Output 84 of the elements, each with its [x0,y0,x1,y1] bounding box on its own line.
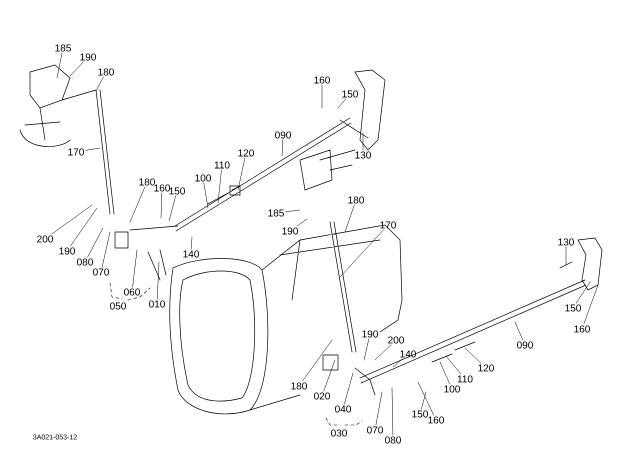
callout-number: 060 [124,288,140,296]
callout-number: 150 [342,90,358,98]
leader-line [296,218,308,226]
callout-number: 180 [139,178,155,186]
leader-line [392,388,394,436]
leader-line [362,132,364,150]
leader-line [340,230,384,278]
callout-number: 200 [388,336,404,344]
callout-number: 190 [282,227,298,235]
callout-number: 150 [412,410,428,418]
leader-line [51,204,92,234]
callout-number: 200 [37,235,53,243]
callout-number: 100 [444,385,460,393]
leader-line [285,210,300,212]
leader-line [132,250,138,288]
callout-number: 180 [348,196,364,204]
callout-number: 185 [268,209,284,217]
leader-line [302,340,332,382]
callout-number: 140 [183,250,199,258]
callout-number: 090 [517,341,533,349]
leader-line [85,148,100,151]
callout-number: 100 [195,174,211,182]
leader-line [160,192,162,218]
callout-number: 010 [149,300,165,308]
callout-number: 185 [55,44,71,52]
leader-line [576,282,590,304]
callout-number: 190 [80,53,96,61]
leader-line [168,196,176,222]
leader-line [56,52,62,78]
callout-number: 020 [314,392,330,400]
leader-line [130,186,146,222]
leader-line [418,382,434,416]
callout-number: 030 [331,429,347,437]
callout-number: 050 [110,302,126,310]
callout-number: 090 [275,131,291,139]
callout-number: 170 [380,221,396,229]
leader-line [338,98,346,108]
leader-line [102,232,110,268]
leader-line [204,182,208,208]
leader-line [238,158,246,190]
leader-line [282,140,284,156]
leader-line [344,204,355,232]
leader-line [464,348,482,364]
leader-line [440,362,450,384]
callout-number: 190 [59,247,75,255]
callout-number: 190 [362,330,378,338]
callout-number: 180 [291,382,307,390]
callout-number: 120 [238,149,254,157]
callout-number: 180 [98,68,114,76]
leader-line [446,356,462,374]
leader-line [191,236,192,250]
callout-number: 170 [68,148,84,156]
callout-number: 130 [355,151,371,159]
callout-number: 150 [565,304,581,312]
callout-number: 040 [335,405,351,413]
leader-line [96,76,104,92]
callout-number: 070 [93,268,109,276]
callout-number: 110 [458,375,473,383]
callout-number: 080 [385,436,401,444]
leader-line [87,228,104,258]
leader-line [344,372,354,404]
leader-line [218,170,222,204]
callout-number: 080 [77,258,93,266]
callout-number: 130 [558,238,574,246]
leader-line [364,338,370,360]
callout-number: 160 [314,76,330,84]
leader-line [514,322,524,340]
leader-line [70,62,84,76]
leader-line [156,262,160,300]
leader-line [584,284,598,324]
callout-number: 070 [367,426,383,434]
callout-number: 120 [478,364,494,372]
leader-line [324,360,336,392]
callout-number: 140 [400,350,416,358]
leader-line [421,392,426,410]
leader-line [392,358,403,368]
callout-number: 110 [214,161,230,169]
callout-number: 160 [574,325,590,333]
leader-line [376,392,382,426]
callout-number: 160 [154,184,170,192]
callout-number: 160 [428,416,444,424]
leader-line [70,208,98,246]
leader-line [374,344,392,360]
callout-number: 150 [169,187,185,195]
